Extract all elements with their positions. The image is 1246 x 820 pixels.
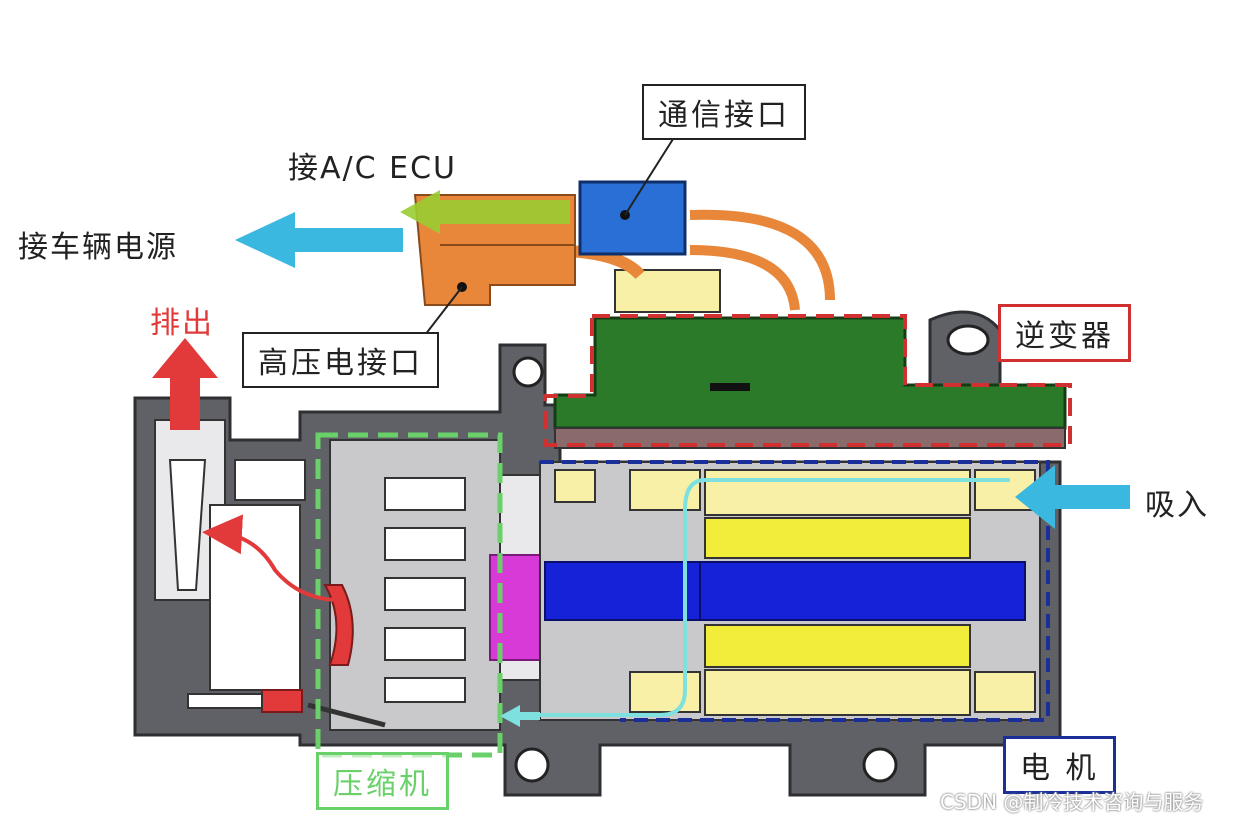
suction-label: 吸入 (1145, 488, 1209, 523)
vehicle-power-arrow (235, 212, 403, 268)
compressor-section (168, 439, 501, 731)
compressor-label: 压缩机 (316, 752, 449, 810)
discharge-label: 排出 (150, 306, 214, 341)
ac-ecu-arrow (400, 190, 570, 234)
region-boxes (315, 314, 1072, 758)
discharge-arrow (152, 338, 218, 430)
flow-paths (202, 478, 1010, 717)
return-arrow (500, 705, 540, 727)
inverter-label: 逆变器 (998, 304, 1131, 362)
watermark: CSDN @制冷技术咨询与服务 (940, 790, 1204, 814)
vehicle-power-label: 接车辆电源 (18, 230, 178, 265)
ac-ecu-label: 接A/C ECU (288, 151, 457, 186)
motor-label: 电 机 (1003, 736, 1116, 794)
motor-section (539, 461, 1041, 721)
leader-lines (424, 127, 681, 336)
comm-port-label: 通信接口 (642, 84, 806, 140)
suction-arrow (1015, 465, 1130, 529)
hv-port-label: 高压电接口 (242, 332, 439, 388)
arrows (152, 190, 1130, 727)
